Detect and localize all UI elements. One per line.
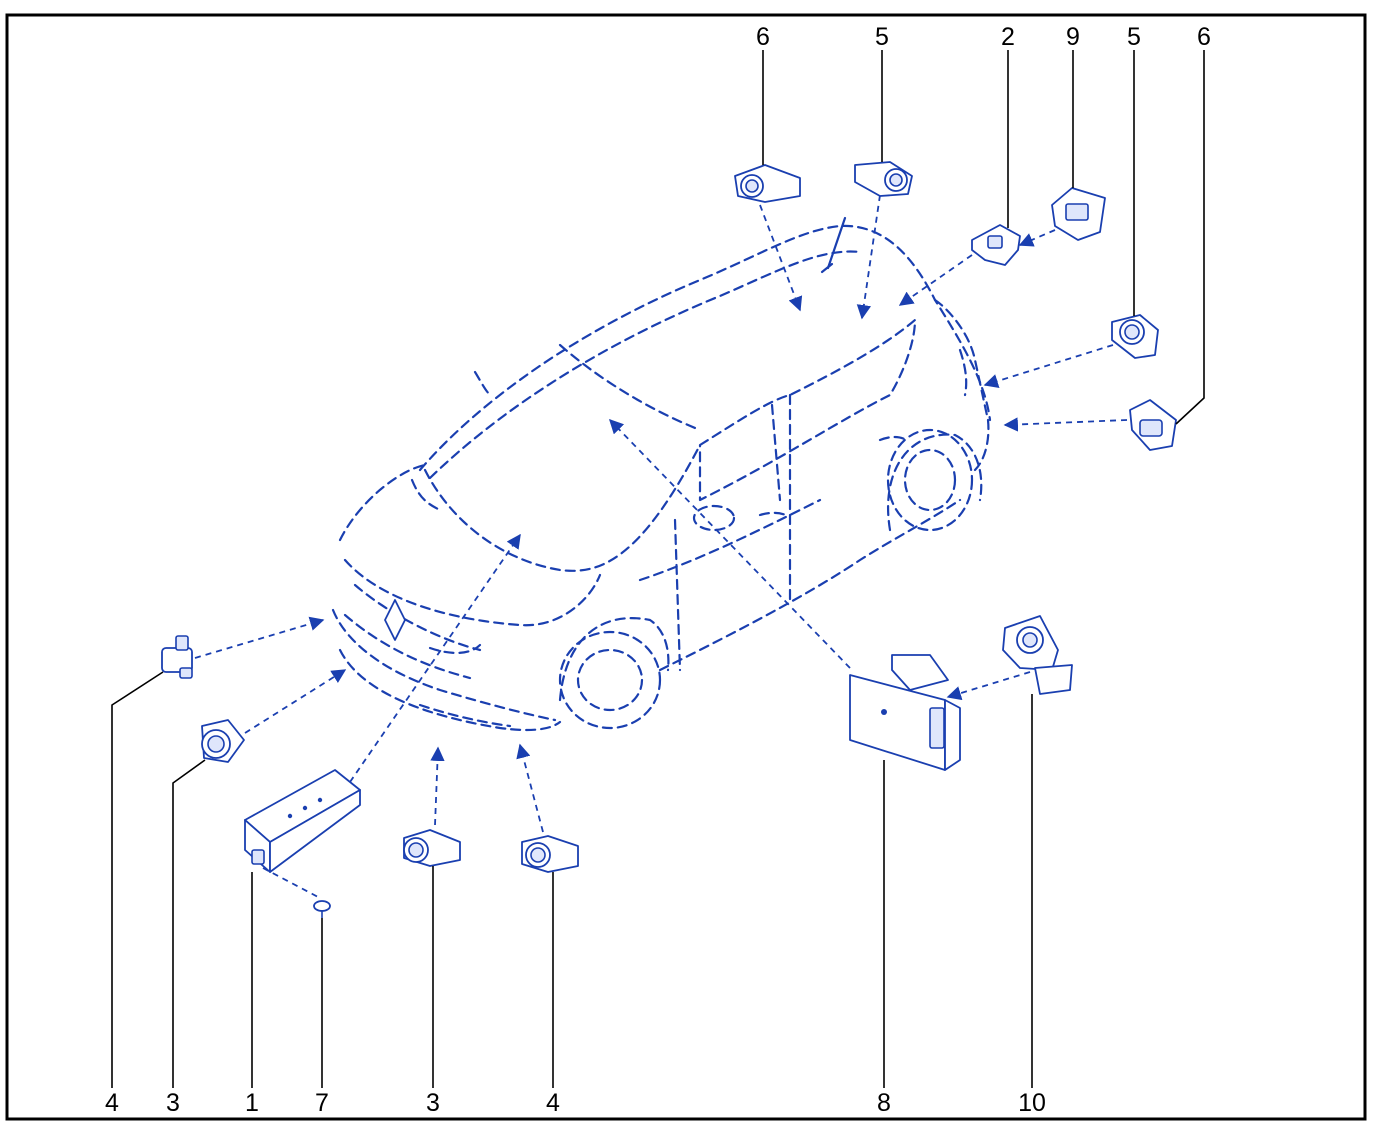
callout-5-top-left: 5 <box>875 23 889 51</box>
fixing-screw <box>313 900 331 918</box>
callout-10: 10 <box>1018 1089 1046 1117</box>
callout-9: 9 <box>1066 23 1080 51</box>
sensor-front-left-corner <box>161 635 193 679</box>
callout-7: 7 <box>315 1089 329 1117</box>
callout-labels-bottom: 4 3 1 7 3 4 8 10 <box>105 1089 1046 1117</box>
callout-3-bottom-center: 3 <box>426 1089 440 1117</box>
sensor-bracket <box>971 224 1021 266</box>
callout-4-bottom-left: 4 <box>105 1089 119 1117</box>
callout-3-bottom-left: 3 <box>166 1089 180 1117</box>
car-outline <box>331 216 992 732</box>
sensor-front-center-left <box>403 829 461 867</box>
camera-module <box>849 654 961 771</box>
sensor-rear-side-left <box>734 164 801 203</box>
callout-labels-top: 6 5 2 9 5 6 <box>756 23 1211 51</box>
callout-6-top-left: 6 <box>756 23 770 51</box>
rear-module <box>1051 187 1106 241</box>
callout-4-bottom-center: 4 <box>546 1089 560 1117</box>
parking-control-unit <box>244 769 361 873</box>
diagram-frame <box>5 13 1367 1121</box>
callout-6-top-right: 6 <box>1197 23 1211 51</box>
leader-lines <box>111 50 1205 1088</box>
pointer-arrows <box>194 194 1128 899</box>
callout-5-top-right: 5 <box>1127 23 1141 51</box>
sensor-rear-corner-left <box>854 161 913 197</box>
callout-8: 8 <box>877 1089 891 1117</box>
callout-2: 2 <box>1001 23 1015 51</box>
callout-1: 1 <box>245 1089 259 1117</box>
sensor-front-left <box>201 719 245 763</box>
sensor-front-center-right <box>521 835 579 873</box>
rear-camera <box>1002 615 1073 695</box>
sensor-rear-right-lower <box>1129 399 1177 451</box>
sensor-rear-right-upper <box>1111 314 1159 359</box>
